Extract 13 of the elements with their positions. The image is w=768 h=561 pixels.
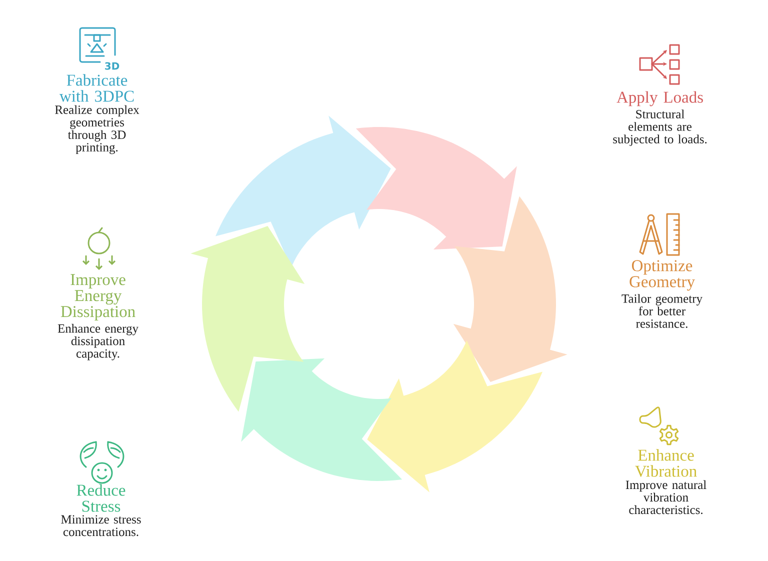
step-heading: Optimize Geometry <box>630 260 695 291</box>
step-description: Enhance energy dissipation capacity. <box>58 324 138 360</box>
step-description: Improve natural vibration characteristics. <box>626 480 706 514</box>
icon-text: 3D <box>105 62 120 70</box>
step-description: Structural elements are subjected to loads. <box>613 110 707 146</box>
step-description: Realize complex geometries through 3D printing. <box>55 105 140 154</box>
step-heading: Enhance Vibration <box>635 449 697 477</box>
step-heading: Reduce Stress <box>76 484 126 512</box>
step-description: Minimize stress concentrations. <box>61 515 141 536</box>
step-heading: Apply Loads <box>616 91 703 106</box>
step-heading: Fabricate with 3DPC <box>59 74 134 102</box>
step-description: Tailor geometry for better resistance. <box>622 294 702 328</box>
step-heading: Improve Energy Dissipation <box>60 274 136 320</box>
